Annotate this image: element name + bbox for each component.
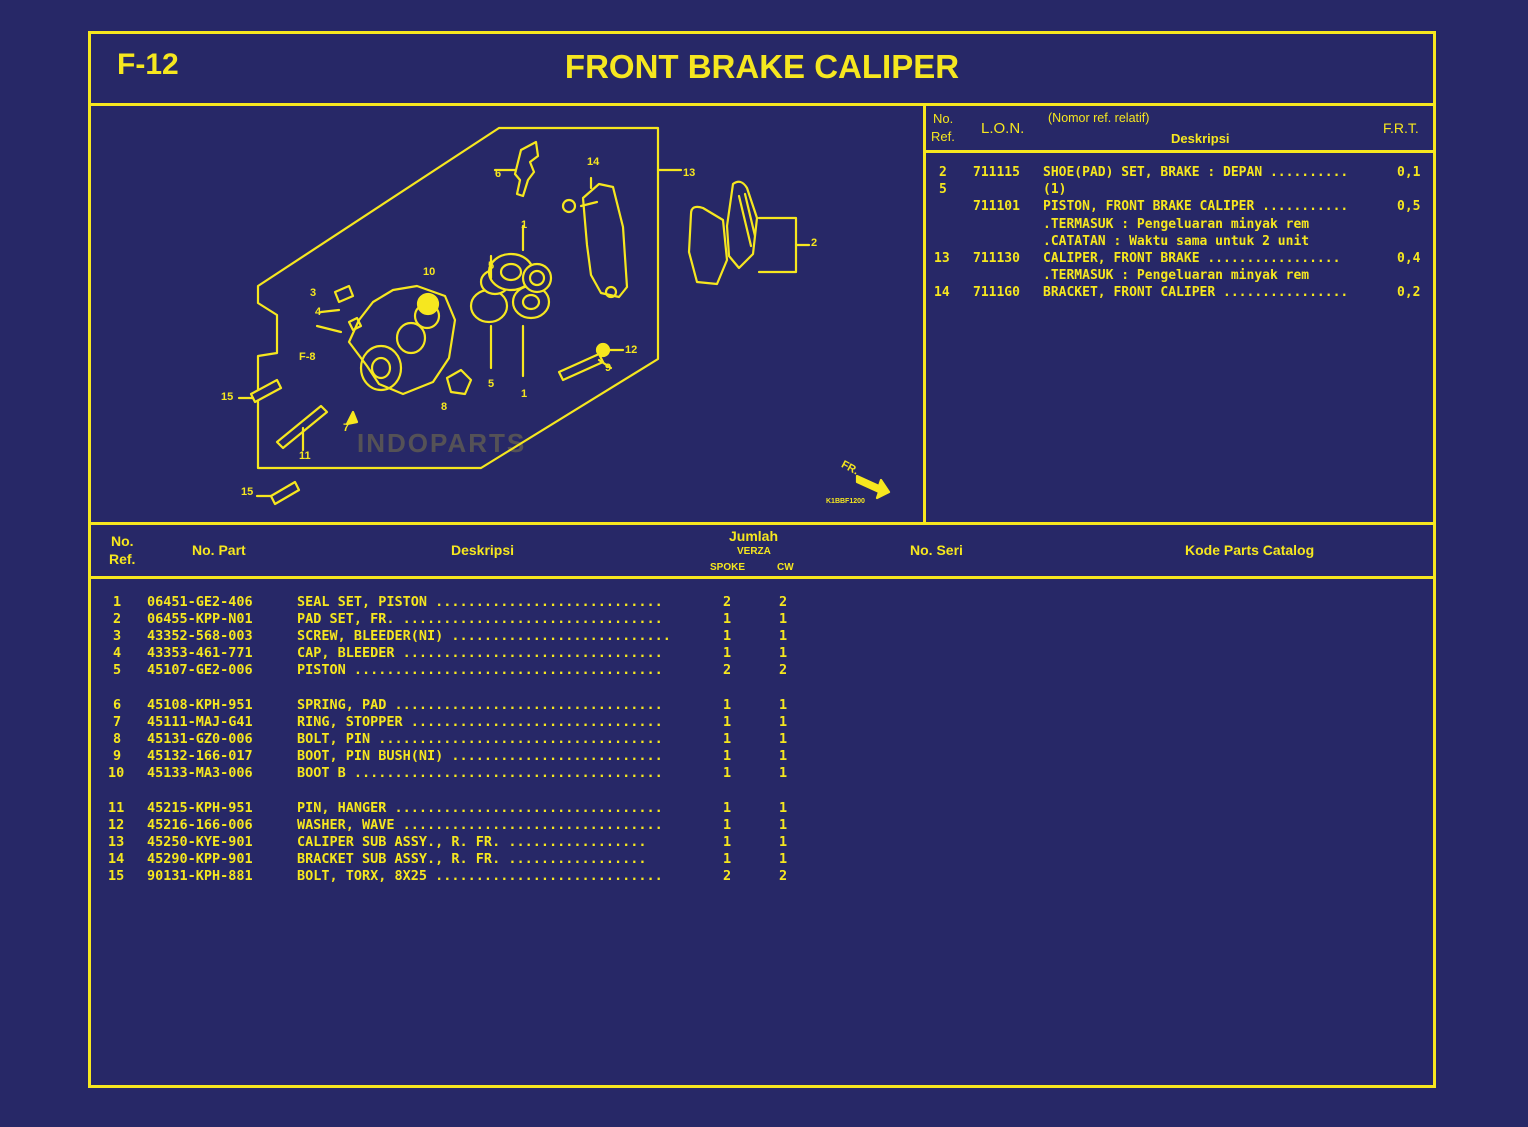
parts-header-desc: Deskripsi: [451, 542, 515, 558]
parts-header-serial: No. Seri: [910, 542, 963, 558]
labor-header-ref-1: No.: [933, 111, 954, 126]
labor-header-desc: Deskripsi: [1171, 131, 1230, 146]
parts-header-ref-1: No.: [111, 533, 134, 549]
brake-pads-shape: [687, 180, 811, 286]
callout-6: 6: [495, 168, 502, 180]
labor-header-ref-2: Ref.: [931, 129, 955, 144]
catalog-page-frame: F-12 FRONT BRAKE CALIPER: [88, 31, 1436, 1088]
front-direction-arrow: [855, 474, 891, 500]
bracket-shape: [561, 168, 683, 299]
labor-header-desc-top: (Nomor ref. relatif): [1048, 111, 1150, 125]
callout-14: 14: [587, 156, 600, 168]
callout-12: 12: [625, 344, 638, 356]
pistons-shape: [469, 224, 553, 378]
caliper-body-shape: [315, 284, 473, 396]
callout-9: 8: [441, 401, 448, 413]
callout-3: 3: [310, 287, 317, 299]
title-divider: [91, 103, 1433, 106]
diagram-divider: [923, 106, 926, 522]
parts-header-divider: [91, 576, 1433, 579]
diagram-bottom-divider: [91, 522, 1433, 525]
figure-code: K1BBF1200: [826, 498, 865, 505]
parts-header-part-no: No. Part: [192, 542, 246, 558]
page-title: FRONT BRAKE CALIPER: [564, 48, 960, 85]
callout-8: 9: [605, 362, 612, 374]
watermark-logo: INDOPARTS: [357, 428, 527, 458]
section-code: F-12: [117, 48, 179, 81]
callout-4: 4: [315, 306, 322, 318]
spring-pad-shape: [493, 140, 540, 198]
callout-2: 2: [811, 237, 818, 249]
labor-header-rule: [926, 150, 1433, 153]
callout-7: 7: [343, 422, 350, 434]
callout-15-top: 15: [221, 391, 234, 403]
parts-header-ref-2: Ref.: [109, 551, 136, 567]
callout-5-bottom: 5: [488, 378, 495, 390]
pins-bolts-shape: [237, 342, 625, 506]
parts-header-col-cw: CW: [777, 562, 794, 573]
labor-header-lon: L.O.N.: [981, 120, 1025, 137]
parts-header-catalog: Kode Parts Catalog: [1185, 542, 1315, 558]
callout-11: 11: [299, 450, 311, 462]
callout-5-top: 5: [488, 260, 495, 272]
parts-header-col-spoke: SPOKE: [710, 562, 746, 573]
parts-header-model: VERZA: [737, 546, 771, 557]
callout-1-top: 1: [521, 219, 528, 231]
parts-header-qty: Jumlah: [729, 528, 779, 544]
callout-15-bottom: 15: [241, 486, 254, 498]
caliper-exploded-view: [237, 126, 891, 506]
callout-10: 10: [423, 266, 436, 278]
labor-header-frt: F.R.T.: [1383, 120, 1419, 136]
exploded-diagram: 6 14 13 2 1 5 10 3 4 F-8 12 9 5 1 8 15 7…: [91, 106, 923, 522]
callout-13: 13: [683, 167, 696, 179]
callout-f8: F-8: [299, 351, 316, 363]
callout-1-bottom: 1: [521, 388, 528, 400]
